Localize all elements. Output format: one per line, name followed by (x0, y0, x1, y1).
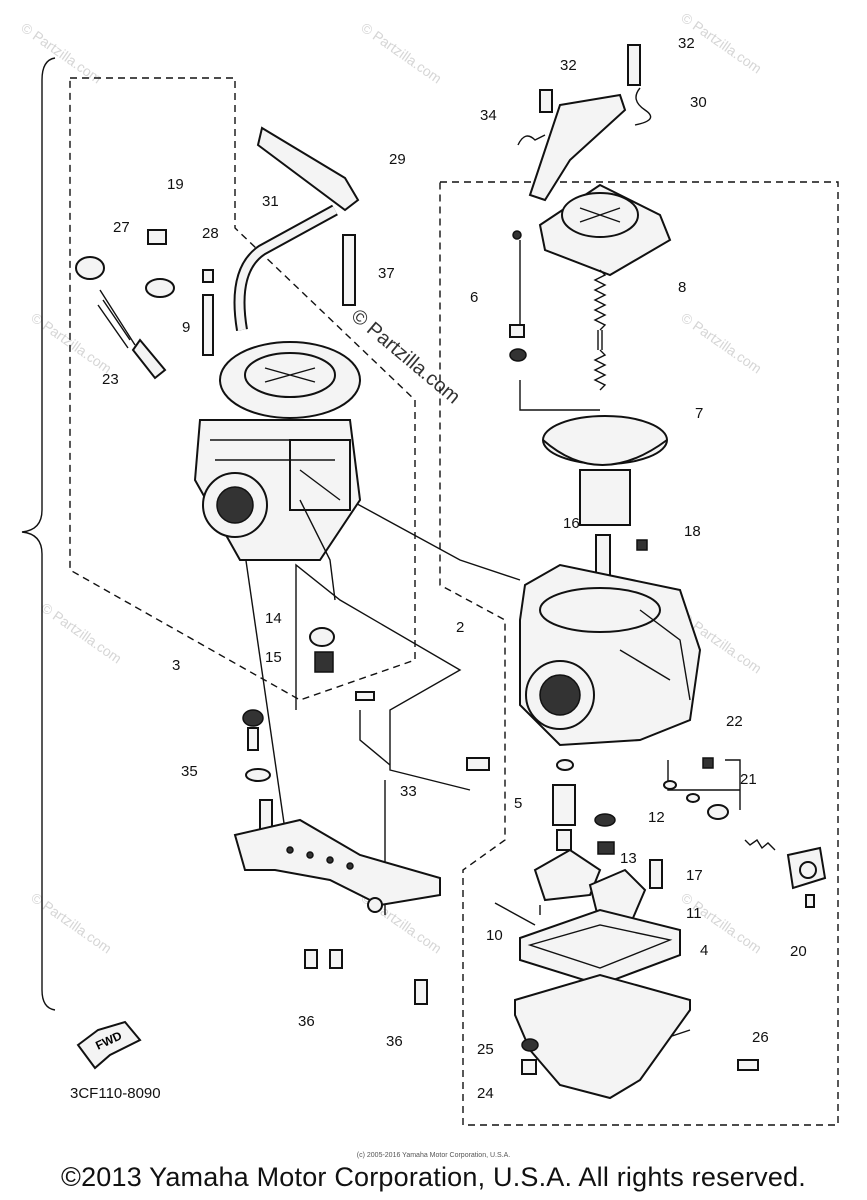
forward-arrow: FWD (76, 1020, 142, 1070)
assembly-brace (21, 57, 56, 1011)
callout-labels: 2 3 4 5 6 7 8 9 10 11 12 13 14 15 16 17 … (102, 35, 807, 1102)
callout-17: 17 (686, 867, 703, 884)
group-outline-3 (69, 77, 416, 701)
callout-21: 21 (740, 771, 757, 788)
copyright-notice: ©2013 Yamaha Motor Corporation, U.S.A. A… (60, 1162, 807, 1192)
callout-23: 23 (102, 371, 119, 388)
callout-35: 35 (181, 763, 198, 780)
callout-9: 9 (182, 319, 190, 336)
callout-22: 22 (726, 713, 743, 730)
callout-24: 24 (477, 1085, 494, 1102)
callout-25: 25 (477, 1041, 494, 1058)
fuel-tube (233, 126, 360, 331)
right-carburetor (509, 93, 702, 747)
callout-19: 19 (167, 176, 184, 193)
small-copyright: (c) 2005-2016 Yamaha Motor Corporation, … (356, 1152, 511, 1159)
linkage-bracket (233, 709, 441, 1005)
right-side-parts (663, 757, 827, 908)
callout-7: 7 (695, 405, 703, 422)
watermark-text: © Partzilla.com (18, 19, 104, 86)
callout-27: 27 (113, 219, 130, 236)
callout-8: 8 (678, 279, 686, 296)
callout-13: 13 (620, 850, 637, 867)
float-bowl-assembly (494, 848, 759, 1100)
callout-31: 31 (262, 193, 279, 210)
left-small-parts (75, 229, 214, 380)
callout-36-a: 36 (298, 1013, 315, 1030)
left-carburetor (193, 341, 362, 601)
watermark-text: © Partzilla.com (358, 19, 444, 86)
callout-14: 14 (265, 610, 282, 627)
callout-28: 28 (202, 225, 219, 242)
callout-37: 37 (378, 265, 395, 282)
partzilla-watermark: © Partzilla.com (347, 305, 464, 408)
diagram-code: 3CF110-8090 (70, 1085, 161, 1102)
watermark-text: © Partzilla.com (28, 889, 114, 956)
watermark-text: © Partzilla.com (678, 309, 764, 376)
top-right-fasteners (517, 44, 652, 146)
callout-3: 3 (172, 657, 180, 674)
callout-32-a: 32 (560, 57, 577, 74)
callout-10: 10 (486, 927, 503, 944)
left-lower-parts (309, 627, 375, 701)
callout-18: 18 (684, 523, 701, 540)
watermark-text: © Partzilla.com (678, 889, 764, 956)
callout-11: 11 (686, 905, 702, 922)
callout-15: 15 (265, 649, 282, 666)
callout-30: 30 (690, 94, 707, 111)
watermark-text: © Partzilla.com (28, 309, 114, 376)
callout-36-b: 36 (386, 1033, 403, 1050)
callout-33: 33 (400, 783, 417, 800)
right-jet-parts (466, 757, 663, 889)
callout-16: 16 (563, 515, 580, 532)
callout-5: 5 (514, 795, 522, 812)
callout-26: 26 (752, 1029, 769, 1046)
callout-32-b: 32 (678, 35, 695, 52)
watermark-text: © Partzilla.com (38, 599, 124, 666)
group-outline-2 (439, 181, 839, 1126)
callout-6: 6 (470, 289, 478, 306)
callout-12: 12 (648, 809, 665, 826)
callout-34: 34 (480, 107, 497, 124)
callout-2: 2 (456, 619, 464, 636)
callout-4: 4 (700, 942, 708, 959)
callout-20: 20 (790, 943, 807, 960)
callout-29: 29 (389, 151, 406, 168)
